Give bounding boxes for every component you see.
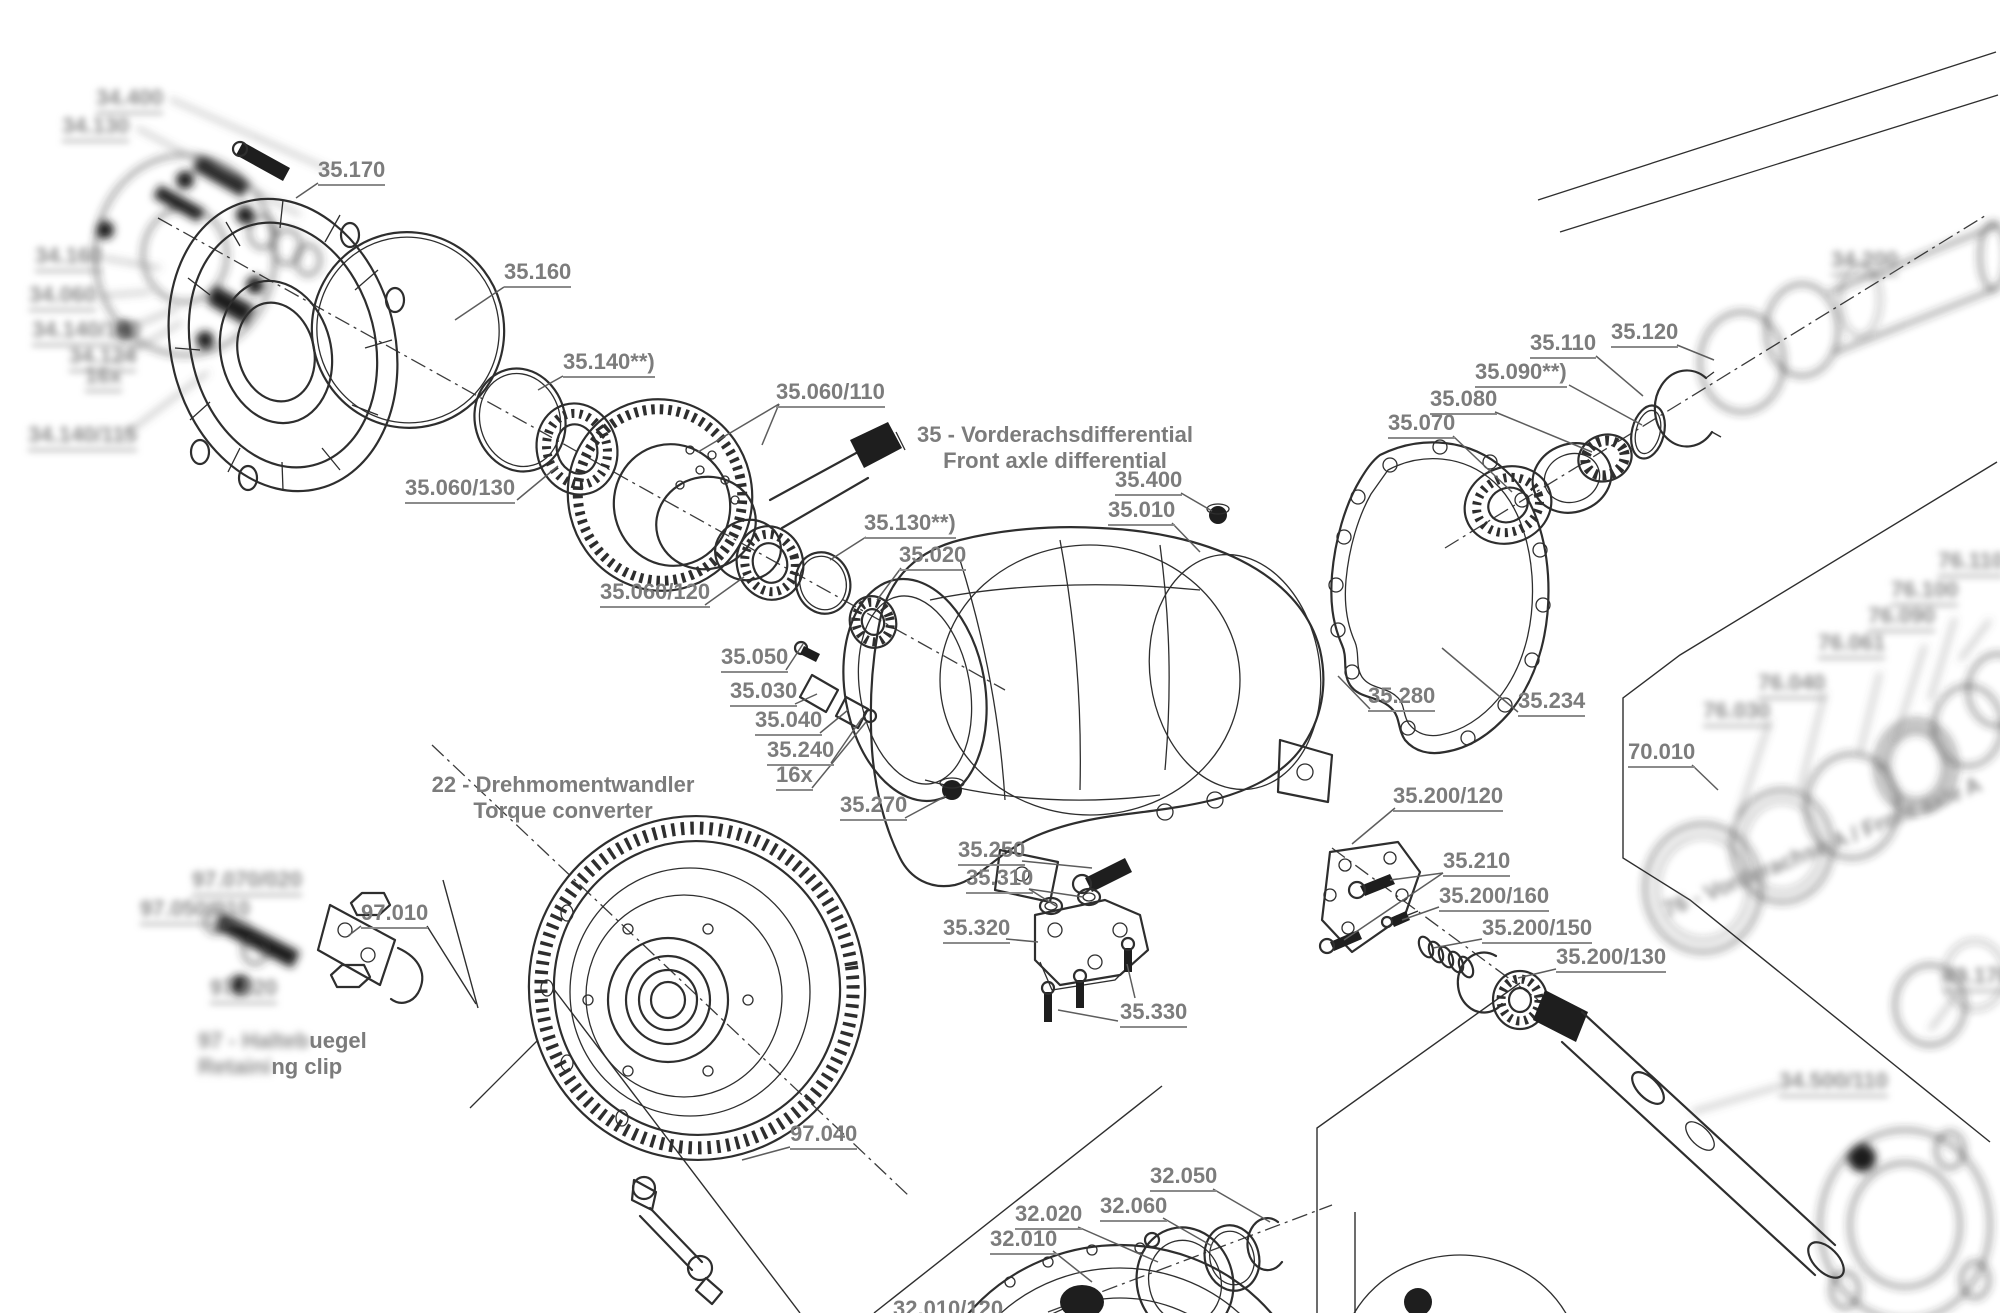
caption-97-line1-blurred: 97 - Halteb (198, 1028, 310, 1053)
mount-bracket-group (1033, 858, 1150, 1022)
caption-97-line1-clear: uegel (309, 1028, 367, 1053)
torque-converter-drawing (469, 814, 867, 1162)
output-shaft-group (1318, 840, 1845, 1279)
retaining-clip-group (203, 891, 724, 1306)
pinion-bearing-group (1463, 369, 1722, 545)
clutch-lever-97-040 (630, 1175, 724, 1306)
differential-housing-35-010 (842, 503, 1334, 904)
leader-lines (295, 182, 1719, 1283)
section-dividers (426, 51, 1999, 1313)
caption-retaining-clip: 97 - Haltebuegel Retaining clip (198, 1028, 367, 1081)
caption-97-line2-blurred: Retaini (198, 1054, 272, 1080)
blurred-ring-stack-76 (1643, 617, 2000, 1047)
clutch-drum-group (967, 1217, 1567, 1313)
blurred-propshaft-tube (1698, 221, 2000, 414)
caption-97-line2-clear: ng clip (271, 1054, 343, 1080)
blurred-left-hub-cluster (93, 98, 331, 438)
gasket-35-280 (1328, 439, 1551, 755)
blurred-axle-hub (1691, 989, 1992, 1313)
